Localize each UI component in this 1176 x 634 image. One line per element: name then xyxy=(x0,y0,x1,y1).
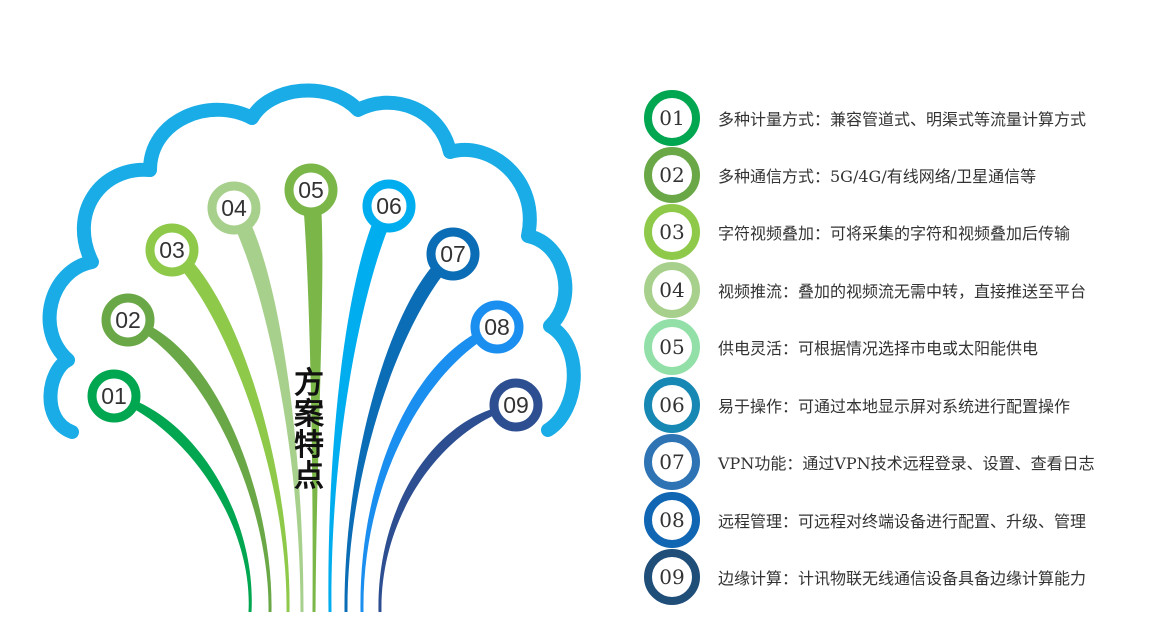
tree-node-label-09: 09 xyxy=(503,392,529,418)
cloud-outline xyxy=(42,83,581,439)
feature-item-09: 09 边缘计算：计讯物联无线通信设备具备边缘计算能力 xyxy=(644,549,1086,605)
feature-badge-02: 02 xyxy=(644,147,700,203)
feature-badge-04: 04 xyxy=(644,262,700,318)
tree-node-label-06: 06 xyxy=(376,193,402,219)
feature-item-08: 08 远程管理：可远程对终端设备进行配置、升级、管理 xyxy=(644,492,1086,548)
feature-badge-06: 06 xyxy=(644,377,700,433)
tree-node-06 xyxy=(362,179,416,233)
tree-node-label-04: 04 xyxy=(221,195,247,221)
tree-node-04 xyxy=(207,181,261,235)
feature-text-02: 多种通信方式：5G/4G/有线网络/卫星通信等 xyxy=(718,167,1037,186)
tree-node-label-07: 07 xyxy=(440,241,466,267)
tree-node-label-05: 05 xyxy=(298,177,324,203)
tree-node-02 xyxy=(101,293,155,347)
tree-node-08 xyxy=(470,300,524,354)
feature-badge-07: 07 xyxy=(644,434,700,490)
feature-item-07: 07 VPN功能：通过VPN技术远程登录、设置、查看日志 xyxy=(644,434,1095,490)
feature-badge-09: 09 xyxy=(644,549,700,605)
feature-item-04: 04 视频推流：叠加的视频流无需中转，直接推送至平台 xyxy=(644,262,1086,318)
feature-text-06: 易于操作：可通过本地显示屏对系统进行配置操作 xyxy=(718,397,1071,416)
feature-item-01: 01 多种计量方式：兼容管道式、明渠式等流量计算方式 xyxy=(644,90,1086,146)
branch-05 xyxy=(302,190,323,612)
tree-node-label-01: 01 xyxy=(101,383,127,409)
feature-text-08: 远程管理：可远程对终端设备进行配置、升级、管理 xyxy=(718,512,1087,531)
tree-node-label-08: 08 xyxy=(484,314,510,340)
center-title: 方案特点 xyxy=(294,366,324,494)
feature-text-04: 视频推流：叠加的视频流无需中转，直接推送至平台 xyxy=(718,282,1087,301)
tree-node-label-02: 02 xyxy=(115,307,141,333)
feature-item-03: 03 字符视频叠加：可将采集的字符和视频叠加后传输 xyxy=(644,204,1070,260)
feature-badge-03: 03 xyxy=(644,204,700,260)
branch-07 xyxy=(344,254,462,612)
branch-04 xyxy=(225,208,304,612)
tree-node-07 xyxy=(426,227,480,281)
feature-text-05: 供电灵活：可根据情况选择市电或太阳能供电 xyxy=(718,339,1039,358)
feature-badge-01: 01 xyxy=(644,90,700,146)
branch-06 xyxy=(328,206,398,612)
tree-node-01 xyxy=(87,369,141,423)
tree-node-09 xyxy=(489,378,543,432)
feature-badge-08: 08 xyxy=(644,492,700,548)
feature-badge-05: 05 xyxy=(644,319,700,375)
feature-item-05: 05 供电灵活：可根据情况选择市电或太阳能供电 xyxy=(644,319,1038,375)
branch-01 xyxy=(105,396,252,612)
feature-text-09: 边缘计算：计讯物联无线通信设备具备边缘计算能力 xyxy=(718,569,1087,588)
tree-node-label-03: 03 xyxy=(159,237,185,263)
tree-node-05 xyxy=(284,163,338,217)
branch-03 xyxy=(163,250,290,612)
tree-node-03 xyxy=(145,223,199,277)
feature-item-02: 02 多种通信方式：5G/4G/有线网络/卫星通信等 xyxy=(644,147,1036,203)
tree-diagram: 01 02 03 04 05 06 07 08 09 xyxy=(42,83,581,612)
feature-text-01: 多种计量方式：兼容管道式、明渠式等流量计算方式 xyxy=(718,110,1087,129)
feature-text-07: VPN功能：通过VPN技术远程登录、设置、查看日志 xyxy=(718,454,1095,473)
branch-08 xyxy=(360,327,506,612)
feature-item-06: 06 易于操作：可通过本地显示屏对系统进行配置操作 xyxy=(644,377,1070,433)
feature-text-03: 字符视频叠加：可将采集的字符和视频叠加后传输 xyxy=(718,224,1071,243)
branch-02 xyxy=(119,320,272,612)
